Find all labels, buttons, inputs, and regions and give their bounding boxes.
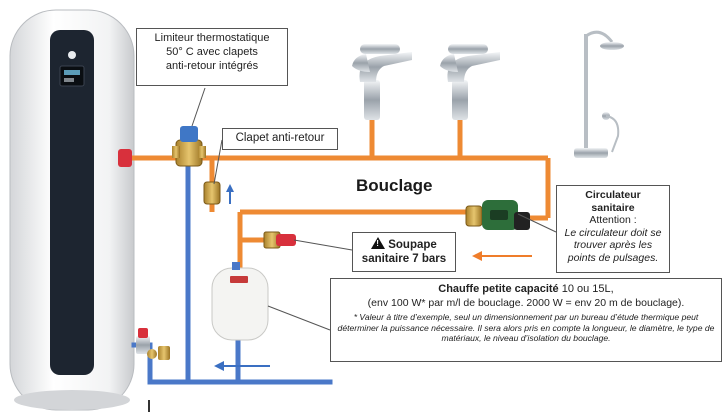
limiter-label-line: anti-retour intégrés xyxy=(165,60,259,72)
leader-lines xyxy=(191,87,557,331)
circulator-label: Circulateur sanitaire Attention : Le cir… xyxy=(556,185,670,273)
safety-valve-label-line: sanitaire 7 bars xyxy=(361,253,447,265)
drain-valve-group-icon xyxy=(136,328,170,360)
tank-foot-marker xyxy=(148,400,150,412)
limiter-label-line: 50° C avec clapets xyxy=(166,46,258,58)
warning-triangle-icon xyxy=(371,237,386,249)
safety-valve-label: Soupape sanitaire 7 bars xyxy=(352,232,456,272)
circulator-attention: Attention : xyxy=(589,214,637,226)
safety-valve-label-line: Soupape xyxy=(388,239,437,251)
upward-flow-arrow-icon xyxy=(226,184,234,204)
circulator-note: Le circulateur doit se trouver après les… xyxy=(564,226,662,264)
thermostatic-limiter-icon xyxy=(172,126,206,167)
small-heater-footnote: * Valeur à titre d’exemple, seul un dime… xyxy=(337,312,715,343)
circulator-title-line: Circulateur xyxy=(585,189,641,201)
orange-flow-arrow-icon xyxy=(472,251,532,261)
check-valve-label: Clapet anti-retour xyxy=(222,128,338,150)
circulator-title-line: sanitaire xyxy=(591,201,635,214)
loop-title: Bouclage xyxy=(356,176,433,195)
shower-column-icon xyxy=(574,30,624,158)
check-valve-icon xyxy=(203,181,221,205)
hot-outlet-valve-icon xyxy=(118,149,132,167)
small-heater-power-line: (env 100 W* par m/l de bouclage. 2000 W … xyxy=(367,296,685,309)
limiter-label-line: Limiteur thermostatique xyxy=(154,32,270,44)
small-heater-title: Chauffe petite capacité xyxy=(438,283,559,295)
blue-flow-arrow-icon xyxy=(214,361,270,371)
small-electric-water-heater xyxy=(211,262,269,341)
water-heater-tank xyxy=(9,9,135,411)
chrome-basin-faucet-icon xyxy=(440,44,500,120)
pump-icon xyxy=(465,200,530,230)
small-heater-title-rest: 10 ou 15L, xyxy=(558,283,614,295)
small-heater-label: Chauffe petite capacité 10 ou 15L, (env … xyxy=(330,278,722,362)
safety-valve-icon xyxy=(263,231,296,249)
chrome-basin-faucet-icon xyxy=(352,44,412,120)
thermostatic-limiter-label: Limiteur thermostatique 50° C avec clape… xyxy=(136,28,288,86)
